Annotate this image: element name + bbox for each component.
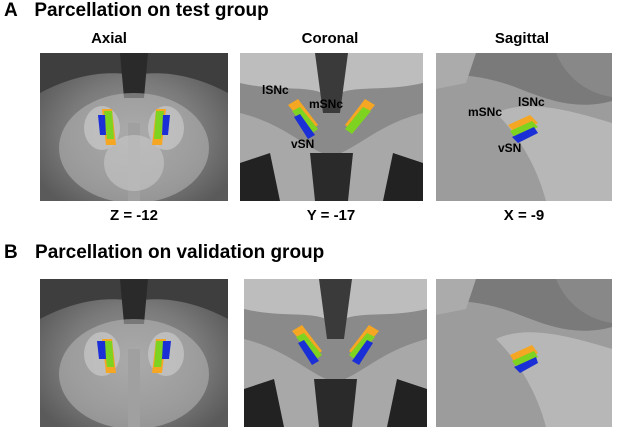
coronal-test-panel: lSNc mSNc vSN bbox=[240, 53, 423, 201]
lsnc-label-sagittal: lSNc bbox=[518, 95, 545, 109]
sagittal-coordinate: X = -9 bbox=[503, 207, 545, 224]
coronal-coordinate: Y = -17 bbox=[306, 207, 356, 224]
section-a-header: A Parcellation on test group bbox=[4, 0, 269, 22]
section-a-title: Parcellation on test group bbox=[34, 0, 269, 21]
section-b-letter: B bbox=[4, 242, 18, 263]
sagittal-test-panel: mSNc lSNc vSN bbox=[436, 53, 612, 201]
axial-validation-panel bbox=[40, 279, 228, 427]
coronal-validation-panel bbox=[244, 279, 427, 427]
sagittal-view-label: Sagittal bbox=[494, 30, 550, 47]
msnc-label-coronal: mSNc bbox=[309, 97, 344, 111]
coronal-view-label: Coronal bbox=[301, 30, 359, 47]
section-a-letter: A bbox=[4, 0, 18, 21]
vsn-label-coronal: vSN bbox=[291, 137, 315, 151]
axial-coordinate: Z = -12 bbox=[110, 207, 158, 224]
axial-view-label: Axial bbox=[91, 30, 127, 47]
section-b-title: Parcellation on validation group bbox=[35, 242, 325, 263]
section-b-header: B Parcellation on validation group bbox=[4, 242, 324, 264]
sagittal-validation-panel bbox=[436, 279, 612, 427]
lsnc-label-coronal: lSNc bbox=[262, 83, 289, 97]
msnc-label-sagittal: mSNc bbox=[468, 105, 503, 119]
axial-test-panel bbox=[40, 53, 228, 201]
vsn-label-sagittal: vSN bbox=[498, 141, 522, 155]
